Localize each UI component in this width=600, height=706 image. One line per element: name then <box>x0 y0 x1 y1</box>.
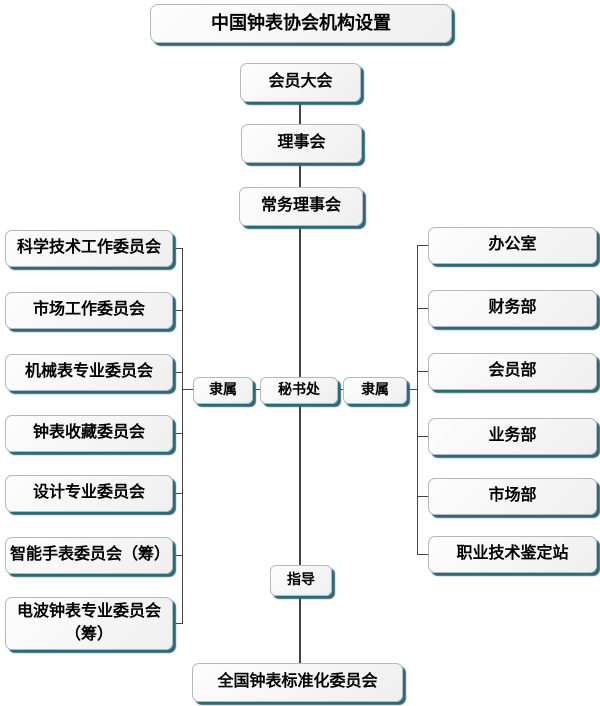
relation-link-line <box>253 389 260 390</box>
connector-guidance-standardization <box>299 596 301 663</box>
node-council: 理事会 <box>241 124 362 163</box>
relation-link-line <box>338 389 343 390</box>
left-stub-line <box>173 623 182 624</box>
left-stub-line <box>173 310 182 311</box>
right-stub-line <box>417 496 428 497</box>
connector-council-standing <box>299 163 301 187</box>
label-guidance: 指导 <box>270 565 332 596</box>
left-bus-line <box>182 248 183 624</box>
node-national-standardization-committee: 全国钟表标准化委员会 <box>192 663 403 702</box>
node-collection-committee: 钟表收藏委员会 <box>5 415 173 452</box>
node-standing-council: 常务理事会 <box>239 187 363 226</box>
relation-link-line <box>182 389 193 390</box>
right-bus-line <box>417 245 418 555</box>
node-smart-watch-committee: 智能手表委员会（筹） <box>5 537 173 574</box>
connector-congress-council <box>299 102 301 124</box>
chart-title-box: 中国钟表协会机构设置 <box>150 4 452 43</box>
right-stub-line <box>417 245 428 246</box>
node-design-committee: 设计专业委员会 <box>5 475 173 512</box>
connector-secretariat-guidance <box>299 404 301 565</box>
node-secretariat: 秘书处 <box>260 377 338 404</box>
node-marketing-dept: 市场部 <box>428 478 597 515</box>
node-radio-watch-committee: 电波钟表专业委员会（筹） <box>5 597 173 650</box>
relation-link-line <box>407 389 417 390</box>
node-finance-dept: 财务部 <box>428 290 597 327</box>
right-stub-line <box>417 436 428 437</box>
left-stub-line <box>173 555 182 556</box>
label-subordinate-right: 隶属 <box>343 377 407 404</box>
left-stub-line <box>173 493 182 494</box>
right-stub-line <box>417 554 428 555</box>
node-vocational-appraisal-station: 职业技术鉴定站 <box>428 536 597 573</box>
node-mechanical-watch-committee: 机械表专业委员会 <box>5 354 173 391</box>
left-stub-line <box>173 248 182 249</box>
node-science-tech-committee: 科学技术工作委员会 <box>5 230 173 267</box>
connector-standing-secretariat <box>299 226 301 377</box>
node-membership-dept: 会员部 <box>428 353 597 390</box>
node-market-work-committee: 市场工作委员会 <box>5 292 173 329</box>
node-office: 办公室 <box>428 227 597 264</box>
right-stub-line <box>417 308 428 309</box>
node-member-congress: 会员大会 <box>240 63 361 102</box>
label-subordinate-left: 隶属 <box>193 377 253 404</box>
left-stub-line <box>173 433 182 434</box>
node-business-dept: 业务部 <box>428 418 597 455</box>
left-stub-line <box>173 372 182 373</box>
right-stub-line <box>417 371 428 372</box>
